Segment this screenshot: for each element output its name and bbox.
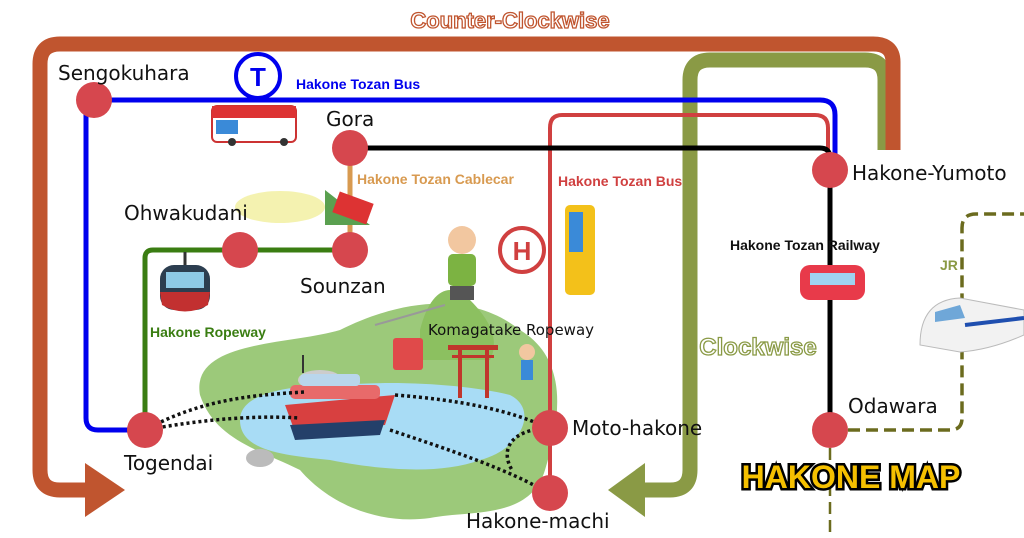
steam-cloud-icon xyxy=(235,191,325,223)
label-jr: JR xyxy=(940,257,958,273)
label-tozan-bus-blue: Hakone Tozan Bus xyxy=(296,76,420,92)
ropeway-line xyxy=(142,247,350,430)
clockwise-route xyxy=(608,52,893,517)
label-counter-clockwise: Counter-Clockwise xyxy=(410,8,609,33)
clockwise-arrow-icon xyxy=(608,463,645,517)
station-hakone-yumoto[interactable] xyxy=(812,152,848,188)
station-togendai[interactable] xyxy=(127,412,163,448)
station-odawara[interactable] xyxy=(812,412,848,448)
cablecar-icon xyxy=(325,190,374,225)
label-sengokuhara: Sengokuhara xyxy=(58,61,190,85)
station-sengokuhara[interactable] xyxy=(76,82,112,118)
counter-clockwise-arrow-icon xyxy=(85,463,125,517)
label-moto-hakone: Moto-hakone xyxy=(572,416,702,440)
counter-clockwise-route xyxy=(32,36,901,517)
station-moto-hakone[interactable] xyxy=(532,410,568,446)
station-sounzan[interactable] xyxy=(332,232,368,268)
shinkansen-icon xyxy=(919,297,1024,353)
tozan-bus-red-badge-text: H xyxy=(513,236,532,266)
train-icon xyxy=(800,265,865,300)
tozan-bus-red-badge: H xyxy=(498,226,546,274)
label-hakone-yumoto: Hakone-Yumoto xyxy=(852,161,1007,185)
sightseeing-boat-icon xyxy=(285,355,395,440)
walker-icon xyxy=(519,344,535,380)
station-hakone-machi[interactable] xyxy=(532,475,568,511)
label-cablecar: Hakone Tozan Cablecar xyxy=(357,171,514,187)
boat-routes xyxy=(144,390,549,495)
torii-gate-icon xyxy=(448,345,498,398)
label-gora: Gora xyxy=(326,107,374,131)
label-ohwakudani: Ohwakudani xyxy=(124,201,248,225)
label-odawara: Odawara xyxy=(848,394,938,418)
label-clockwise: Clockwise xyxy=(699,334,816,361)
label-komagatake-ropeway: Komagatake Ropeway xyxy=(428,321,594,339)
bus-icon xyxy=(211,105,297,146)
label-tozan-railway: Hakone Tozan Railway xyxy=(730,237,880,253)
tozan-bus-blue-badge: T xyxy=(234,52,282,100)
tozan-bus-blue-badge-text: T xyxy=(250,62,266,92)
tozan-bus-red-line xyxy=(548,113,830,493)
ropeway-gondola-icon xyxy=(160,252,210,312)
komagatake-gondola-icon xyxy=(374,304,446,370)
map-title: HAKONE MAP xyxy=(742,459,961,495)
tozan-bus-blue-line xyxy=(83,97,838,433)
bus-yellow-icon xyxy=(565,205,595,295)
label-tozan-bus-red: Hakone Tozan Bus xyxy=(558,173,682,189)
label-togendai: Togendai xyxy=(123,451,213,475)
label-hakone-machi: Hakone-machi xyxy=(466,509,610,533)
station-ohwakudani[interactable] xyxy=(222,232,258,268)
hiker-icon xyxy=(448,226,476,300)
label-ropeway: Hakone Ropeway xyxy=(150,324,266,340)
station-markers xyxy=(76,82,848,511)
label-sounzan: Sounzan xyxy=(300,274,386,298)
station-gora[interactable] xyxy=(332,130,368,166)
